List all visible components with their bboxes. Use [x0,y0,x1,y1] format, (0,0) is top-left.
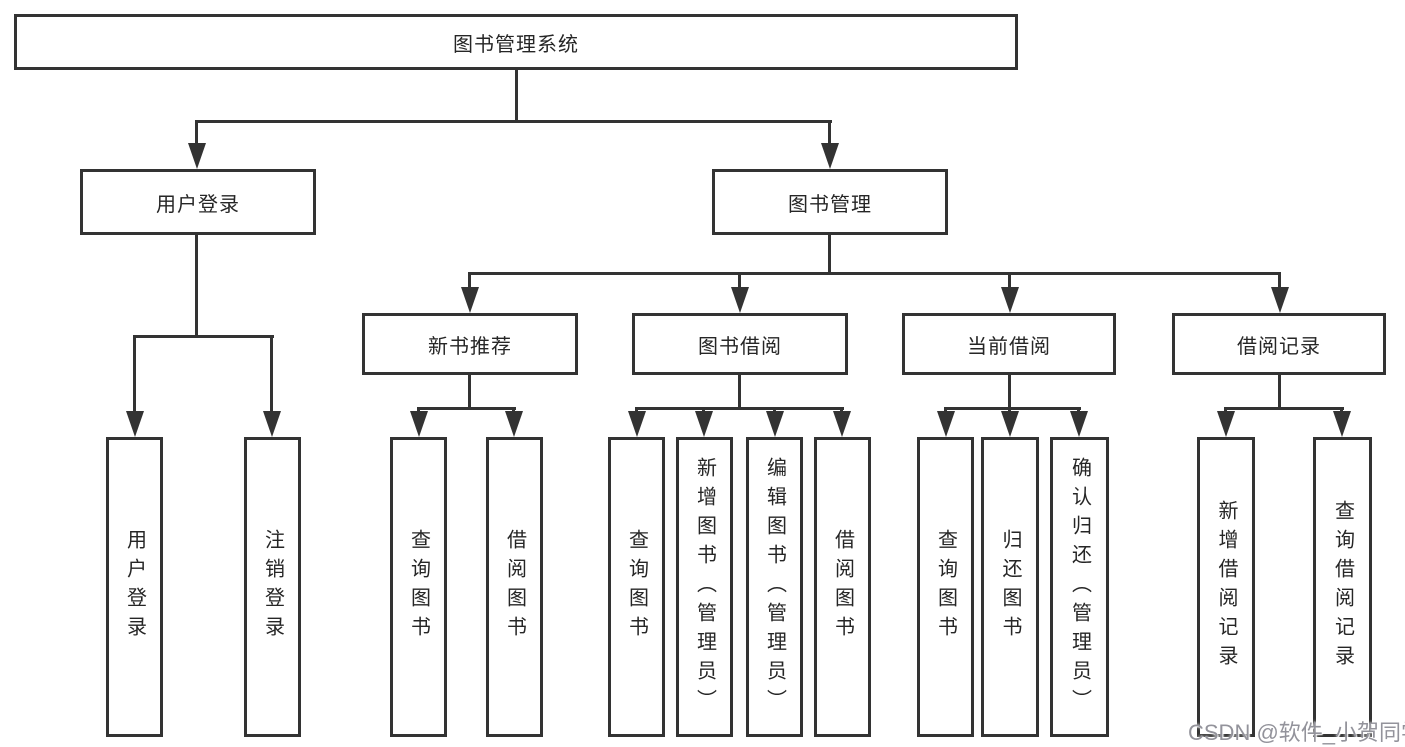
leaf-confirm-return-admin: 确认归还（管理员） [1050,437,1109,737]
node-book-borrow-label: 图书借阅 [698,335,782,358]
node-root-label: 图书管理系统 [453,33,579,56]
arrowhead-user-login [188,143,206,169]
leaf-borrow-books-1: 借阅图书 [486,437,543,737]
node-new-book-recommend: 新书推荐 [362,313,578,375]
node-current-borrow-label: 当前借阅 [967,335,1051,358]
connector-user-login-shaft [195,120,198,148]
leaf-query-books-2-label: 查询图书 [625,529,648,645]
node-root: 图书管理系统 [14,14,1018,70]
arrowhead-leaf-user-login [126,411,144,437]
arrowhead-leaf-add-record [1217,411,1235,437]
node-user-login: 用户登录 [80,169,316,235]
leaf-borrow-books-2-label: 借阅图书 [831,529,854,645]
connector-user-login-hline [133,335,274,338]
leaf-query-books-3-label: 查询图书 [934,529,957,645]
connector-book-management-hline [468,272,1281,275]
node-borrow-records-label: 借阅记录 [1237,335,1321,358]
leaf-add-book-admin: 新增图书（管理员） [676,437,733,737]
arrowhead-new-book-recommend [461,287,479,313]
connector-borrow-records-vline [1278,373,1281,409]
leaf-logout-label: 注销登录 [261,529,284,645]
connector-book-borrow-hline [635,407,844,410]
leaf-add-book-admin-label: 新增图书（管理员） [693,456,716,718]
arrowhead-book-borrow [731,287,749,313]
csdn-watermark: CSDN @软件_小贺同学 [1188,720,1405,745]
connector-book-borrow-vline [738,373,741,409]
arrowhead-leaf-borrow2 [833,411,851,437]
node-borrow-records: 借阅记录 [1172,313,1386,375]
node-new-book-recommend-label: 新书推荐 [428,335,512,358]
connector-book-management-vline [828,233,831,274]
arrowhead-leaf-add-book [695,411,713,437]
arrowhead-leaf-query1 [410,411,428,437]
arrowhead-book-management [821,143,839,169]
leaf-query-borrow-record-label: 查询借阅记录 [1331,500,1354,674]
leaf-confirm-return-admin-label: 确认归还（管理员） [1068,456,1091,718]
arrowhead-leaf-return [1001,411,1019,437]
arrowhead-leaf-confirm-return [1070,411,1088,437]
leaf-edit-book-admin-label: 编辑图书（管理员） [763,456,786,718]
leaf-borrow-books-1-label: 借阅图书 [503,529,526,645]
node-book-management-label: 图书管理 [788,193,872,216]
connector-root-vline [515,68,518,122]
arrowhead-leaf-borrow1 [505,411,523,437]
arrowhead-leaf-logout [263,411,281,437]
connector-new-book-vline [468,373,471,409]
connector-leaf-logout-shaft [270,335,273,415]
leaf-query-books-2: 查询图书 [608,437,665,737]
leaf-add-borrow-record-label: 新增借阅记录 [1215,500,1237,674]
connector-new-book-hline [417,407,516,410]
arrowhead-leaf-query2 [628,411,646,437]
connector-book-management-shaft [828,120,831,148]
leaf-logout: 注销登录 [244,437,301,737]
arrowhead-leaf-query-record [1333,411,1351,437]
node-user-login-label: 用户登录 [156,193,240,216]
connector-current-borrow-hline [944,407,1081,410]
leaf-query-books-1-label: 查询图书 [407,529,430,645]
leaf-return-book: 归还图书 [981,437,1039,737]
arrowhead-leaf-query3 [937,411,955,437]
connector-borrow-records-hline [1224,407,1344,410]
leaf-user-login: 用户登录 [106,437,163,737]
node-current-borrow: 当前借阅 [902,313,1116,375]
connector-root-hline [196,120,832,123]
node-book-borrow: 图书借阅 [632,313,848,375]
leaf-return-book-label: 归还图书 [999,529,1021,645]
leaf-edit-book-admin: 编辑图书（管理员） [746,437,803,737]
connector-borrow-records-shaft [1278,272,1281,290]
connector-current-borrow-vline [1008,373,1011,409]
leaf-query-books-1: 查询图书 [390,437,447,737]
connector-new-book-shaft [468,272,471,290]
connector-current-borrow-shaft [1008,272,1011,290]
arrowhead-current-borrow [1001,287,1019,313]
leaf-add-borrow-record: 新增借阅记录 [1197,437,1255,737]
node-book-management: 图书管理 [712,169,948,235]
leaf-query-borrow-record: 查询借阅记录 [1313,437,1372,737]
arrowhead-leaf-edit-book [766,411,784,437]
leaf-user-login-label: 用户登录 [123,529,146,645]
arrowhead-borrow-records [1271,287,1289,313]
connector-leaf-user-login-shaft [133,335,136,415]
leaf-borrow-books-2: 借阅图书 [814,437,871,737]
leaf-query-books-3: 查询图书 [917,437,974,737]
connector-book-borrow-shaft [738,272,741,290]
connector-user-login-vline [195,233,198,337]
